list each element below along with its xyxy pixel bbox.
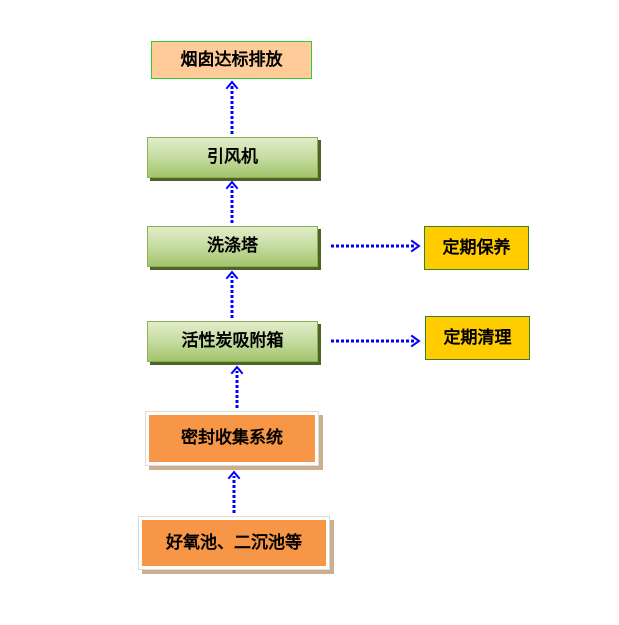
arrow-source-to-collection-head <box>227 470 241 480</box>
arrow-carbon-to-cleaning <box>331 334 421 348</box>
arrow-scrubber-to-maintenance-head <box>410 239 421 253</box>
arrow-source-to-collection <box>227 470 241 513</box>
arrow-fan-to-chimney <box>225 80 239 134</box>
arrow-carbon-to-scrubber-head <box>225 270 239 280</box>
regular-cleaning-label: 定期清理 <box>443 327 512 348</box>
arrow-carbon-to-cleaning-head <box>410 334 421 348</box>
arrow-scrubber-to-fan <box>225 180 239 223</box>
node-source-tanks: 好氧池、二沉池等 <box>139 517 329 569</box>
arrow-scrubber-to-maintenance <box>331 239 421 253</box>
arrow-collection-to-carbon <box>230 365 244 408</box>
arrow-fan-to-chimney-head <box>225 80 239 90</box>
node-activated-carbon-box: 活性炭吸附箱 <box>147 321 318 362</box>
note-regular-maintenance: 定期保养 <box>424 226 529 270</box>
regular-maintenance-label: 定期保养 <box>442 237 511 258</box>
source-tanks-label: 好氧池、二沉池等 <box>166 532 302 553</box>
sealed-collection-system-label: 密封收集系统 <box>181 428 283 448</box>
induced-draft-fan-label: 引风机 <box>207 147 258 167</box>
arrow-carbon-to-scrubber <box>225 270 239 318</box>
arrow-scrubber-to-fan-head <box>225 180 239 190</box>
arrow-collection-to-carbon-head <box>230 365 244 375</box>
chimney-discharge-label: 烟囱达标排放 <box>180 49 283 70</box>
node-induced-draft-fan: 引风机 <box>147 137 318 178</box>
node-chimney-discharge: 烟囱达标排放 <box>151 41 312 79</box>
note-regular-cleaning: 定期清理 <box>425 316 530 360</box>
node-scrubber-tower: 洗涤塔 <box>147 226 318 267</box>
activated-carbon-box-label: 活性炭吸附箱 <box>181 331 284 351</box>
node-sealed-collection-system: 密封收集系统 <box>146 412 318 465</box>
scrubber-tower-label: 洗涤塔 <box>207 236 258 256</box>
